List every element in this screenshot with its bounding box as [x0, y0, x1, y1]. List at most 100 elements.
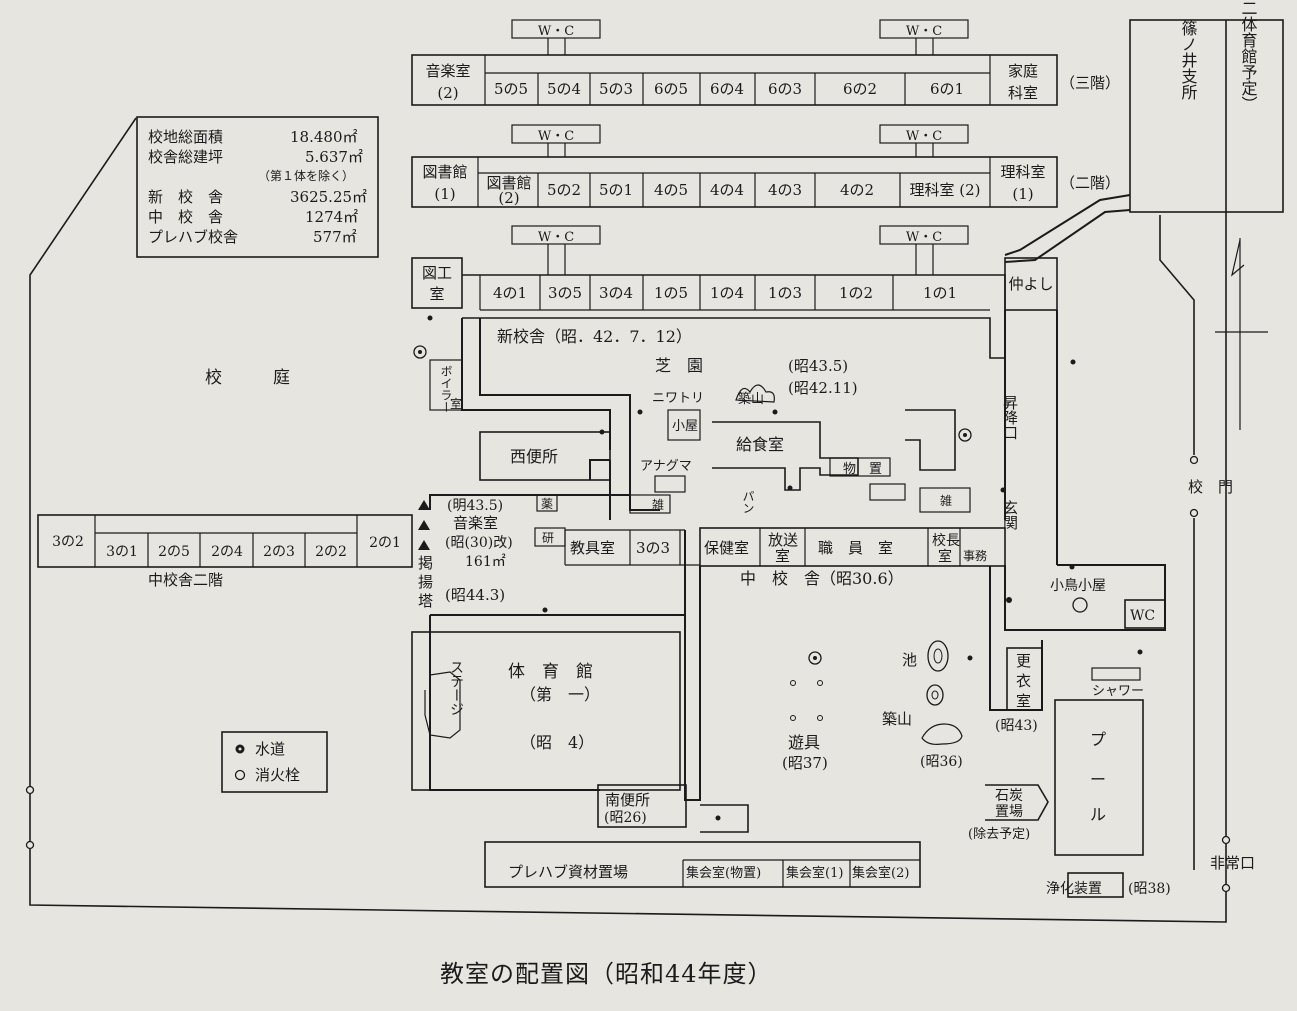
- room-label: 3の1: [106, 544, 138, 560]
- koui-label: 衣: [1016, 672, 1031, 690]
- stat-value: 577㎡: [313, 228, 357, 246]
- kitchen-block: 給食室 アナグマ パン 物 置 雑 雑: [629, 359, 1076, 514]
- room-label: (1): [434, 185, 455, 203]
- stat-value: 3625.25㎡: [290, 188, 367, 206]
- sekitan-label: 置場: [995, 804, 1023, 820]
- gymnasium: ステージ 体 育 館 （第 一） （昭 4）: [411, 631, 681, 791]
- shokoguchi-label: 昇降口: [1001, 395, 1019, 440]
- kotori-label: 小鳥小屋: [1050, 578, 1106, 594]
- room-label: 1の5: [654, 284, 688, 302]
- legend-hydrant-label: 消火栓: [255, 766, 300, 784]
- shower-label: シャワー: [1092, 684, 1144, 699]
- koui-label: 室: [1016, 692, 1031, 710]
- stat-value: 18.480㎡: [290, 128, 358, 146]
- wc-label: W・C: [538, 129, 574, 144]
- room-label: 5の1: [599, 181, 633, 199]
- music-room-block: (明43.5) 薬 音楽室 研 (昭(30)改) 161㎡ 掲 揚 塔 (昭44…: [418, 494, 700, 613]
- anaguma-label: アナグマ: [640, 459, 692, 474]
- room-label: 6の1: [930, 80, 964, 98]
- boiler-label: ボイラー: [439, 365, 453, 413]
- stat-label: 校地総面積: [148, 128, 223, 146]
- kocho-label: 室: [938, 548, 952, 565]
- annex-building: （第二体育館予定） 篠ノ井支所: [1004, 0, 1284, 263]
- first-floor-block: W・C W・C 図工 室 4の1 3の5 3の4 1の5 1の4 1の3 1の2…: [411, 225, 1058, 565]
- minami-benjo-label: 南便所: [605, 791, 650, 809]
- date-label: (昭42.11): [788, 379, 858, 397]
- room-label: 5の3: [599, 80, 633, 98]
- map-caption: 教室の配置図（昭和44年度）: [440, 960, 773, 988]
- shibazono-label: 芝 園: [655, 356, 703, 375]
- naka-kosha-block: 保健室 放送 室 職 員 室 校長 室 事務 中 校 舎（昭30.6）: [429, 527, 1006, 801]
- pan-label: パン: [741, 490, 755, 514]
- room-label: (2): [437, 84, 458, 102]
- hoso-label: 放送: [768, 531, 798, 549]
- date-label: (昭26): [604, 810, 647, 826]
- room-label: 4の5: [654, 181, 688, 199]
- zatsu-label: 雑: [652, 497, 664, 512]
- area-label: 161㎡: [465, 554, 506, 570]
- stat-value: 5.637㎡: [305, 148, 363, 166]
- date-label: (昭44.3): [445, 586, 505, 604]
- wc-label: W・C: [906, 24, 942, 39]
- room-label: 仲よし: [1008, 275, 1053, 293]
- yugu-label: 遊具: [788, 733, 820, 752]
- stat-label: 校舎総建坪: [148, 148, 223, 166]
- daiichi-label: （第 一）: [520, 685, 600, 704]
- ongaku-label: 音楽室: [453, 514, 498, 532]
- boiler-room-label: 室: [450, 396, 462, 411]
- room-label: 6の4: [710, 80, 744, 98]
- room-label: 図書館: [486, 174, 531, 192]
- yaku-label: 薬: [541, 497, 553, 511]
- room-label: 理科室 (2): [909, 181, 980, 199]
- naka-kosha-label: 中 校 舎（昭30.6）: [740, 569, 904, 588]
- room-label: 6の3: [768, 80, 802, 98]
- room-label: 3の4: [599, 284, 633, 302]
- date-label: (明43.5): [447, 498, 503, 514]
- date-label: (昭37): [782, 754, 828, 772]
- sho4-label: （昭 4）: [520, 733, 594, 752]
- date-label: (昭38): [1128, 881, 1171, 897]
- prefab-label: プレハブ資材置場: [508, 863, 628, 881]
- wc-label: WC: [1130, 608, 1155, 624]
- shinkosha-label: 新校舎（昭．42．7．12）: [497, 327, 692, 346]
- room-label: 4の2: [840, 181, 874, 199]
- pool-label: ル: [1090, 805, 1106, 824]
- kocho-label: 校長: [932, 532, 960, 549]
- nishi-benjo-label: 西便所: [510, 447, 558, 466]
- date-label: (昭36): [920, 754, 963, 770]
- stat-value: 1274㎡: [305, 208, 358, 226]
- room-label: 理科室: [1000, 163, 1045, 181]
- genkan-label: 玄関: [1001, 500, 1019, 531]
- room-label: 集会室(2): [852, 865, 909, 881]
- room-label: 1の3: [768, 284, 802, 302]
- stat-note: （第１体を除く）: [258, 168, 354, 183]
- kyogu-label: 教具室: [570, 539, 615, 557]
- room-label: 集会室(1): [786, 865, 843, 881]
- stat-label: プレハブ校舎: [148, 228, 238, 246]
- west-corridor: ボイラー 室: [413, 315, 660, 511]
- wc-label: W・C: [906, 230, 942, 245]
- north-arrow-icon: [1215, 238, 1268, 430]
- room-label: 6の5: [654, 80, 688, 98]
- room-label: 2の4: [211, 544, 243, 560]
- sekitan-label: 石炭: [995, 788, 1023, 804]
- stage-label: ステージ: [448, 660, 464, 716]
- room-label: 図書館: [422, 163, 467, 181]
- wc-label: W・C: [538, 230, 574, 245]
- tsukiyama-label: 築山: [738, 392, 764, 407]
- date-label: (昭(30)改): [445, 535, 513, 551]
- tsukiyama-label: 築山: [882, 710, 912, 728]
- room-label: 音楽室: [425, 62, 470, 80]
- room-label: 1の1: [923, 284, 957, 302]
- pool-label: プ: [1090, 730, 1106, 749]
- room-label: 2の1: [369, 535, 401, 551]
- room-label: 1の2: [839, 284, 873, 302]
- school-boundary-fence: [25, 20, 1231, 923]
- courtyard: 芝 園 (昭43.5) (昭42.11) ニワトリ 築山 小屋: [637, 356, 858, 441]
- date-label: (昭43.5): [788, 357, 848, 375]
- monooki-label: 物 置: [843, 462, 882, 477]
- room-label: 室: [429, 285, 444, 303]
- room-label: 5の2: [547, 181, 581, 199]
- annex-note: （第二体育館予定）: [1239, 0, 1258, 112]
